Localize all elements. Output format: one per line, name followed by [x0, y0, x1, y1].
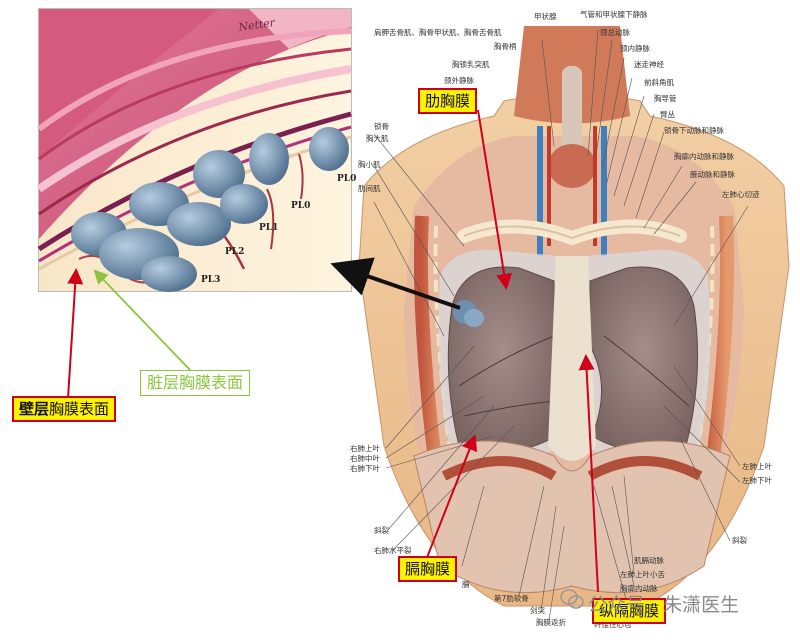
visceral-pleura-callout: 脏层胸膜表面	[140, 370, 251, 396]
layer-label-pl0-a: PL0	[337, 174, 357, 184]
molecule-cluster-pl0-a	[249, 133, 289, 185]
label-fibrous-pericardium: 纤维性心包	[594, 620, 632, 629]
layer-label-pl1: PL1	[259, 223, 279, 233]
label-oblique-fissure-left: 斜裂	[732, 536, 747, 545]
parietal-pleura-callout: 壁层胸膜表面	[12, 396, 117, 422]
artist-signature: Netter	[237, 16, 277, 34]
label-clavicle: 锁骨	[374, 122, 389, 131]
label-thoracic-duct: 胸导管	[654, 94, 677, 103]
molecule-cluster-pl0-b	[309, 127, 349, 171]
label-pectoralis-minor: 胸小肌	[358, 160, 381, 169]
diaphragmatic-pleura-callout: 膈胸膜	[398, 556, 458, 582]
zoom-arrow	[330, 257, 461, 310]
label-vagus: 迷走神经	[634, 60, 664, 69]
mediastinal-pleura-callout: 纵隔胸膜	[592, 598, 667, 624]
label-7th-costal-cartilage: 第7肋软骨	[494, 594, 529, 603]
layer-label-pl0-b: PL0	[291, 201, 311, 211]
visceral-arrow	[93, 269, 193, 373]
label-common-carotid: 颈总动脉	[600, 28, 630, 37]
costal-arrow	[477, 109, 513, 290]
label-subclavian: 锁骨下动脉和静脉	[664, 126, 724, 135]
molecule-cluster-pl2	[129, 182, 231, 246]
label-manubrium: 胸骨柄	[494, 42, 517, 51]
costal-pleura-callout: 肋胸膜	[418, 88, 478, 114]
label-axillary: 腋动脉和静脉	[690, 170, 735, 179]
label-trachea-thyroid-vein: 气管和甲状腺下静脉	[580, 10, 648, 19]
label-musculophrenic: 肌膈动脉	[634, 556, 664, 565]
label-lingula: 左肺上叶小舌	[620, 570, 665, 579]
layer-label-pl2: PL2	[225, 247, 245, 257]
label-diaphragm: 膈	[462, 580, 470, 589]
label-oblique-fissure-right: 斜裂	[374, 526, 389, 535]
label-anterior-scalene: 前斜角肌	[644, 78, 674, 87]
label-internal-thoracic-artery: 胸廓内动脉	[620, 584, 658, 593]
molecule-cluster-pl1	[193, 150, 268, 224]
label-internal-jugular: 颈内静脉	[620, 44, 650, 53]
label-xiphoid: 剑突	[530, 606, 545, 615]
label-cardiac-notch: 左肺心切迹	[722, 190, 760, 199]
label-internal-thoracic: 胸廓内动脉和静脉	[674, 152, 734, 161]
thorax-illustration	[358, 26, 790, 621]
label-infrahyoid-muscles: 肩胛舌骨肌、胸骨甲状肌、胸骨舌骨肌	[374, 28, 502, 37]
parietal-rest: 胸膜表面	[49, 400, 110, 418]
label-right-upper-lobe: 右肺上叶	[350, 444, 380, 453]
thorax-anatomy: 甲状腺 气管和甲状腺下静脉 肩胛舌骨肌、胸骨甲状肌、胸骨舌骨肌 胸骨柄 颈总动脉…	[344, 6, 800, 636]
label-external-jugular: 颈外静脉	[444, 76, 474, 85]
pleura-inset: Netter PL0 PL0 PL1 PL2 PL3	[36, 8, 356, 292]
label-right-lower-lobe: 右肺下叶	[350, 464, 380, 473]
label-thyroid: 甲状腺	[534, 12, 557, 21]
molecule-cluster-pl3	[71, 212, 197, 292]
watermark-text: 公众号 · 朱潇医生	[588, 594, 740, 616]
mediastinal-arrow	[578, 354, 599, 593]
parietal-bold: 壁层	[19, 400, 50, 418]
label-intercostal: 肋间肌	[358, 184, 381, 193]
diaphragmatic-arrow	[425, 434, 478, 561]
pleura-inset-illustration: Netter	[36, 9, 352, 292]
label-left-upper-lobe: 左肺上叶	[742, 462, 772, 471]
wechat-icon	[560, 589, 584, 609]
label-pleural-reflection: 胸膜返折	[536, 618, 566, 627]
label-pectoralis-major: 胸大肌	[366, 134, 389, 143]
label-brachial-plexus: 臂丛	[660, 110, 675, 119]
layer-label-pl3: PL3	[201, 275, 221, 285]
label-left-lower-lobe: 左肺下叶	[742, 476, 772, 485]
label-horizontal-fissure: 右肺水平裂	[374, 546, 412, 555]
parietal-arrow	[67, 268, 84, 399]
label-right-middle-lobe: 右肺中叶	[350, 454, 380, 463]
label-scm: 胸锁乳突肌	[452, 60, 490, 69]
